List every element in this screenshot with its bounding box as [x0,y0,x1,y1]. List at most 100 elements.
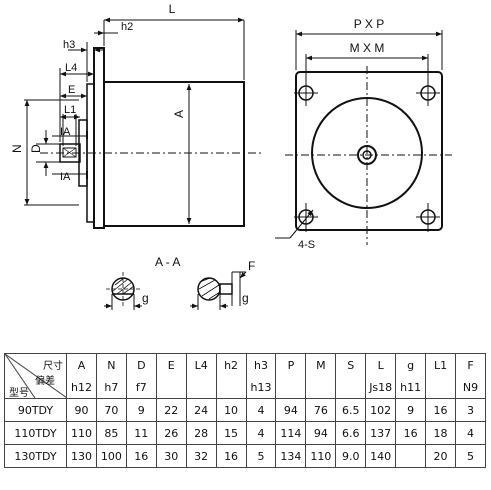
tolerance-cell [275,376,307,399]
value-cell: 6.5 [335,398,367,422]
tolerance-cell: Js18 [365,376,397,399]
tolerance-cell: h7 [95,376,127,399]
side-view [24,17,262,229]
tolerance-cell [305,376,337,399]
value-cell: 134 [275,444,307,468]
value-cell: 130 [66,444,97,468]
value-cell: 137 [365,421,397,445]
section-view-2 [190,271,247,310]
col-header: g [395,353,427,376]
dim-label-IA-top: IA [60,126,71,138]
value-cell: 9.0 [335,444,367,468]
value-cell: 9 [395,398,427,422]
value-cell: 3 [454,398,487,422]
col-header: L1 [425,353,456,376]
value-cell: 16 [395,421,427,445]
col-header: P [275,353,307,376]
corner-model-label: 型号 [9,388,29,399]
dim-label-IA-bottom: IA [60,171,71,183]
dim-label-E: E [68,84,75,96]
col-header: N [95,353,127,376]
corner-cell: 尺寸 偏差 型号 [4,353,67,399]
value-cell: 4 [245,398,277,422]
col-header: M [305,353,337,376]
value-cell: 6.6 [335,421,367,445]
model-cell: 90TDY [4,398,67,422]
tolerance-cell: h12 [66,376,97,399]
dim-label-L: L [169,2,176,16]
value-cell: 94 [275,398,307,422]
value-cell: 114 [275,421,307,445]
value-cell: 100 [95,444,127,468]
value-cell: 30 [155,444,187,468]
dim-label-L1: L1 [64,104,76,116]
value-cell: 4 [454,421,487,445]
value-cell: 16 [215,444,247,468]
tolerance-cell: f7 [125,376,157,399]
model-cell: 130TDY [4,444,67,468]
value-cell: 26 [155,421,187,445]
value-cell: 110 [66,421,97,445]
dim-label-PxP: P X P [354,17,384,31]
header-row: 尺寸 偏差 型号 A N D E L4 h2 h3 P M S L g L1 F [4,353,487,399]
dim-label-g2: g [242,291,249,305]
dim-label-N: N [10,144,24,153]
dim-label-4S: 4-S [298,239,315,251]
value-cell: 15 [215,421,247,445]
tolerance-cell [185,376,217,399]
col-header: F [454,353,487,376]
value-cell: 76 [305,398,337,422]
value-cell: 9 [125,398,157,422]
col-header: E [155,353,187,376]
value-cell: 24 [185,398,217,422]
dim-label-F: F [248,259,255,273]
tolerance-cell: N9 [454,376,487,399]
value-cell: 102 [365,398,397,422]
col-header: L4 [185,353,217,376]
flange-plate [93,47,105,229]
value-cell: 94 [305,421,337,445]
dim-label-A: A [172,110,186,118]
value-cell: 90 [66,398,97,422]
col-header: h2 [215,353,247,376]
value-cell: 5 [245,444,277,468]
col-header: A [66,353,97,376]
tolerance-row: h12 h7 f7 h13 Js18 h11 N9 [5,376,487,399]
section-view-1 [104,272,142,310]
value-cell: 110 [305,444,337,468]
value-cell: 10 [215,398,247,422]
value-cell: 5 [454,444,487,468]
dim-label-h3: h3 [63,39,75,51]
value-cell: 70 [95,398,127,422]
dim-label-h2: h2 [121,21,133,33]
dim-label-g1: g [142,291,149,305]
value-cell [395,444,427,468]
col-header: h3 [245,353,277,376]
motor-body [103,81,245,227]
value-cell: 4 [245,421,277,445]
tolerance-cell [425,376,456,399]
value-cell: 32 [185,444,217,468]
value-cell: 22 [155,398,187,422]
corner-diff-label: 偏差 [35,376,55,387]
tolerance-cell [215,376,247,399]
col-header: D [125,353,157,376]
tolerance-cell: h13 [245,376,277,399]
col-header: S [335,353,367,376]
value-cell: 11 [125,421,157,445]
value-cell: 16 [425,398,456,422]
dim-label-MxM: M X M [350,41,385,55]
col-header: L [365,353,397,376]
value-cell: 18 [425,421,456,445]
corner-size-label: 尺寸 [43,361,63,372]
tolerance-cell [155,376,187,399]
section-label: A - A [155,255,180,269]
spec-table: 尺寸 偏差 型号 A N D E L4 h2 h3 P M S L g L1 F… [4,353,487,468]
value-cell: 16 [125,444,157,468]
value-cell: 20 [425,444,456,468]
model-cell: 110TDY [4,421,67,445]
